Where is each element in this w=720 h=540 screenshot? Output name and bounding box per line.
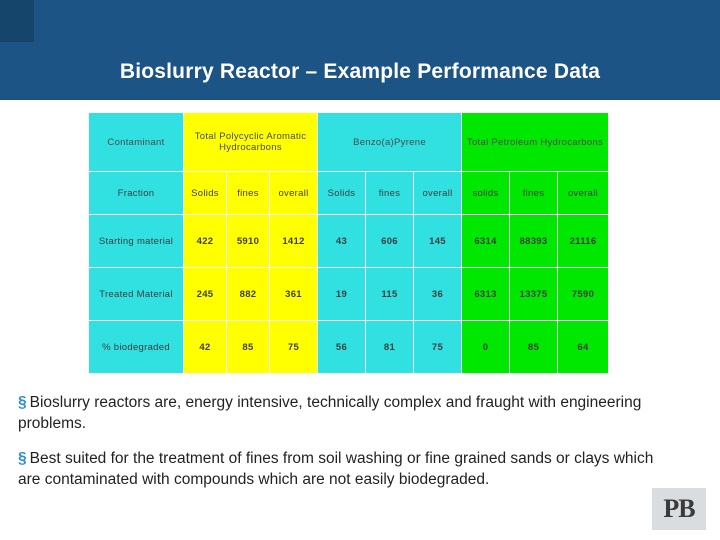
pb-logo: PB <box>652 488 706 530</box>
row-label-treated-material: Treated Material <box>88 267 184 321</box>
cell-value: 85 <box>226 320 270 374</box>
header-cell-total-tph: Total Petroleum Hydrocarbons <box>461 112 609 172</box>
bullet-marker: § <box>18 394 27 411</box>
cell-value: 75 <box>413 320 462 374</box>
row-label-percent-biodegraded: % biodegraded <box>88 320 184 374</box>
cell-value: 145 <box>413 214 462 268</box>
performance-table-container: Contaminant Total Polycyclic Aromatic Hy… <box>88 112 609 374</box>
subheader-cell-pah-fines: fines <box>226 171 270 215</box>
subheader-cell-bap-overall: overall <box>413 171 462 215</box>
cell-value: 21116 <box>557 214 609 268</box>
table-row: % biodegraded 42 85 75 56 81 75 0 85 64 <box>88 320 609 374</box>
cell-value: 422 <box>183 214 227 268</box>
subheader-cell-bap-fines: fines <box>365 171 414 215</box>
table-row: Starting material 422 5910 1412 43 606 1… <box>88 214 609 268</box>
subheader-cell-bap-solids: Solids <box>317 171 366 215</box>
bullet-marker: § <box>18 450 27 467</box>
subheader-cell-fraction: Fraction <box>88 171 184 215</box>
cell-value: 43 <box>317 214 366 268</box>
performance-table: Contaminant Total Polycyclic Aromatic Hy… <box>88 112 609 374</box>
bullet-list: §Bioslurry reactors are, energy intensiv… <box>18 392 678 504</box>
cell-value: 7590 <box>557 267 609 321</box>
cell-value: 6314 <box>461 214 510 268</box>
cell-value: 56 <box>317 320 366 374</box>
cell-value: 0 <box>461 320 510 374</box>
cell-value: 1412 <box>269 214 318 268</box>
page-title: Bioslurry Reactor – Example Performance … <box>119 60 601 83</box>
list-item: §Best suited for the treatment of fines … <box>18 448 678 490</box>
cell-value: 882 <box>226 267 270 321</box>
cell-value: 19 <box>317 267 366 321</box>
list-item: §Bioslurry reactors are, energy intensiv… <box>18 392 678 434</box>
subheader-cell-tph-overall: overall <box>557 171 609 215</box>
table-group-header-row: Contaminant Total Polycyclic Aromatic Hy… <box>88 112 609 172</box>
cell-value: 115 <box>365 267 414 321</box>
cell-value: 606 <box>365 214 414 268</box>
bullet-text: Bioslurry reactors are, energy intensive… <box>18 394 642 432</box>
cell-value: 245 <box>183 267 227 321</box>
cell-value: 6313 <box>461 267 510 321</box>
bullet-text: Best suited for the treatment of fines f… <box>18 450 654 488</box>
cell-value: 5910 <box>226 214 270 268</box>
cell-value: 13375 <box>509 267 558 321</box>
row-label-starting-material: Starting material <box>88 214 184 268</box>
subheader-cell-pah-overall: overall <box>269 171 318 215</box>
cell-value: 88393 <box>509 214 558 268</box>
cell-value: 42 <box>183 320 227 374</box>
header-cell-total-pah: Total Polycyclic Aromatic Hydrocarbons <box>183 112 318 172</box>
header-cell-contaminant: Contaminant <box>88 112 184 172</box>
cell-value: 36 <box>413 267 462 321</box>
header-band <box>0 0 720 100</box>
header-corner-accent <box>0 0 34 42</box>
cell-value: 81 <box>365 320 414 374</box>
table-subheader-row: Fraction Solids fines overall Solids fin… <box>88 171 609 215</box>
cell-value: 75 <box>269 320 318 374</box>
logo-text: PB <box>663 494 695 523</box>
subheader-cell-tph-fines: fines <box>509 171 558 215</box>
subheader-cell-tph-solids: solids <box>461 171 510 215</box>
cell-value: 361 <box>269 267 318 321</box>
table-row: Treated Material 245 882 361 19 115 36 6… <box>88 267 609 321</box>
header-cell-benzo-a-pyrene: Benzo(a)Pyrene <box>317 112 462 172</box>
subheader-cell-pah-solids: Solids <box>183 171 227 215</box>
cell-value: 85 <box>509 320 558 374</box>
cell-value: 64 <box>557 320 609 374</box>
